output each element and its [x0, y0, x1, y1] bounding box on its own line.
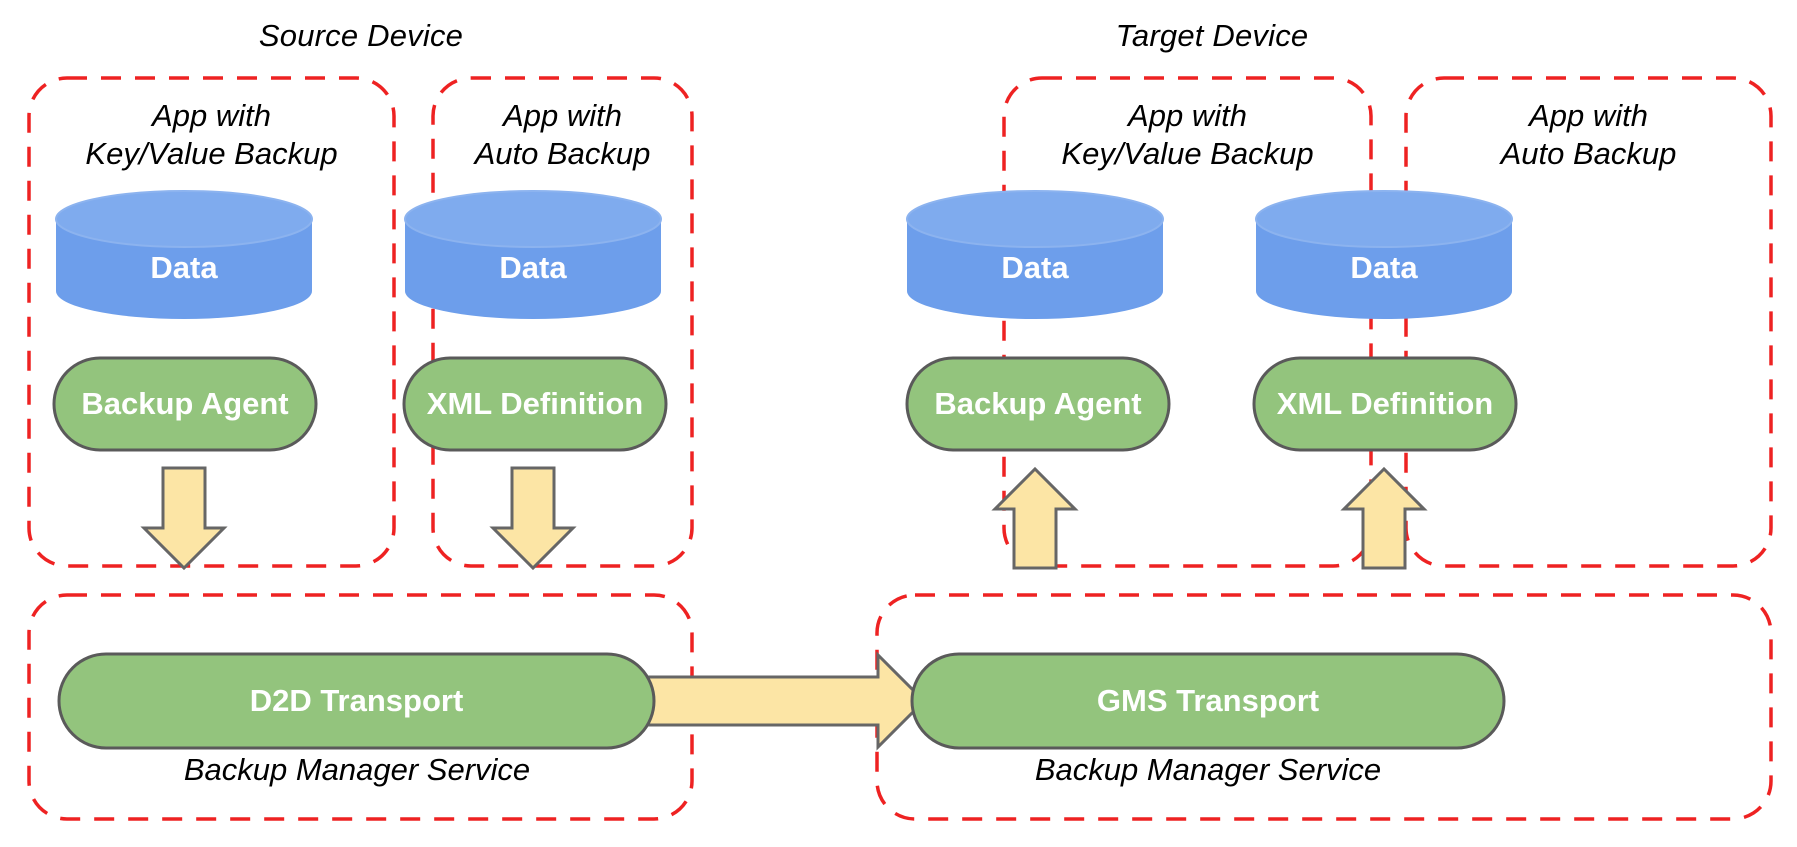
data-cylinder-target-auto-backup-app: [1255, 190, 1513, 319]
data-cylinder-source-key-value-app: [55, 190, 313, 319]
transport-bar-target-backup-manager-service: [910, 652, 1506, 750]
data-cylinder-target-key-value-app: [906, 190, 1164, 319]
pill-target-auto-backup-app: [1252, 356, 1518, 452]
app-container-title-target-key-value: App with Key/Value Backup: [1061, 98, 1314, 171]
pill-source-key-value-app: [52, 356, 318, 452]
app-container-title-source-auto-backup: App with Auto Backup: [474, 98, 651, 171]
cylinder-top-ellipse: [1255, 190, 1513, 248]
transport-bar-source-backup-manager-service: [57, 652, 656, 750]
pill-target-key-value-app: [905, 356, 1171, 452]
cylinder-top-ellipse: [906, 190, 1164, 248]
gms-to-backup-agent-arrow: [991, 466, 1079, 570]
pill-source-auto-backup-app: [402, 356, 668, 452]
gms-to-xml-definition-arrow: [1340, 466, 1428, 570]
app-container-target-key-value-app: [1002, 76, 1373, 568]
device-title-source: Source Device: [258, 18, 464, 53]
cylinder-top-ellipse: [55, 190, 313, 248]
data-cylinder-source-auto-backup-app: [404, 190, 662, 319]
service-container-title-target: Backup Manager Service: [1034, 752, 1382, 787]
app-container-source-key-value-app: [27, 76, 396, 568]
app-container-title-source-key-value: App with Key/Value Backup: [85, 98, 338, 171]
d2d-to-gms-transport-arrow: [644, 651, 927, 751]
service-container-title-source: Backup Manager Service: [183, 752, 531, 787]
app-container-title-target-auto-backup: App with Auto Backup: [1500, 98, 1677, 171]
app-container-target-auto-backup-app: [1404, 76, 1773, 568]
xml-definition-to-d2d-arrow: [489, 466, 577, 571]
backup-agent-to-d2d-arrow: [140, 466, 228, 571]
app-container-source-auto-backup-app: [431, 76, 694, 568]
device-title-target: Target Device: [1115, 18, 1309, 53]
cylinder-top-ellipse: [404, 190, 662, 248]
service-container-target-backup-manager-service: [875, 593, 1773, 821]
